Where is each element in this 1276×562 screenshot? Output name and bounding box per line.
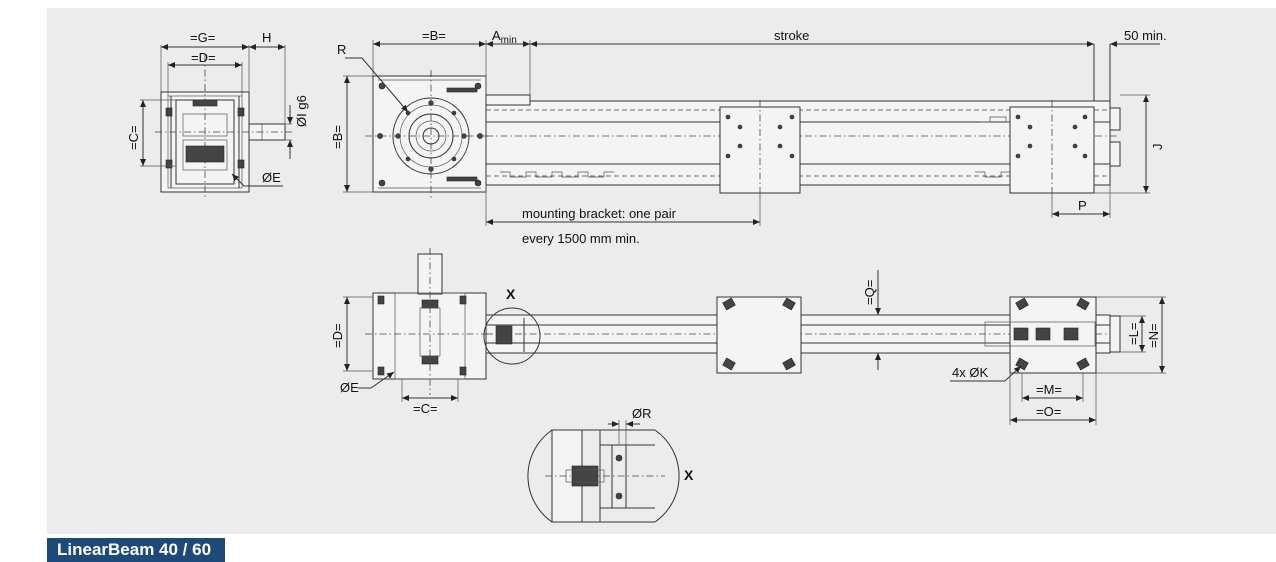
dim-b-top: =B=: [422, 28, 446, 43]
dim-k: 4x ØK: [952, 365, 988, 380]
dim-i-g6: ØI g6: [294, 95, 309, 127]
detail-x-view: [527, 420, 680, 523]
dim-r-detail: ØR: [632, 406, 652, 421]
dim-o: =O=: [1036, 404, 1061, 419]
dim-a-sub: min: [501, 35, 517, 46]
dim-c-left: =C=: [126, 125, 141, 150]
dim-e-top: ØE: [262, 170, 281, 185]
dim-r: R: [337, 42, 346, 57]
dim-b-side: =B=: [330, 125, 345, 149]
dim-stroke: stroke: [774, 28, 809, 43]
bracket-note-line1: mounting bracket: one pair: [522, 206, 677, 221]
end-view: [140, 44, 293, 198]
dim-q: =Q=: [862, 280, 877, 305]
top-view: [343, 248, 1166, 425]
dim-e-bottom: ØE: [340, 380, 359, 395]
dim-n: =N=: [1146, 323, 1161, 348]
dim-a-main: A: [492, 28, 501, 43]
dim-j: J: [1150, 144, 1165, 151]
dim-m: =M=: [1036, 382, 1062, 397]
detail-x-marker: X: [506, 286, 516, 302]
dim-l: =L=: [1126, 323, 1141, 345]
dim-h: H: [262, 30, 271, 45]
product-title-tab: LinearBeam 40 / 60: [47, 538, 225, 562]
dim-50-min: 50 min.: [1124, 28, 1167, 43]
dim-d-top: =D=: [191, 50, 216, 65]
dim-g: =G=: [190, 30, 215, 45]
detail-x-label: X: [684, 467, 694, 483]
dim-c-bottom: =C=: [413, 401, 438, 416]
dim-a-min: Amin: [492, 28, 517, 46]
side-view: [343, 40, 1160, 226]
dim-d-left: =D=: [330, 323, 345, 348]
bracket-note-line2: every 1500 mm min.: [522, 231, 640, 246]
dim-p: P: [1078, 198, 1087, 213]
drawing-panel: [47, 8, 1276, 534]
technical-drawing: =G= H =D= =C= ØI g6 ØE: [126, 28, 1167, 523]
